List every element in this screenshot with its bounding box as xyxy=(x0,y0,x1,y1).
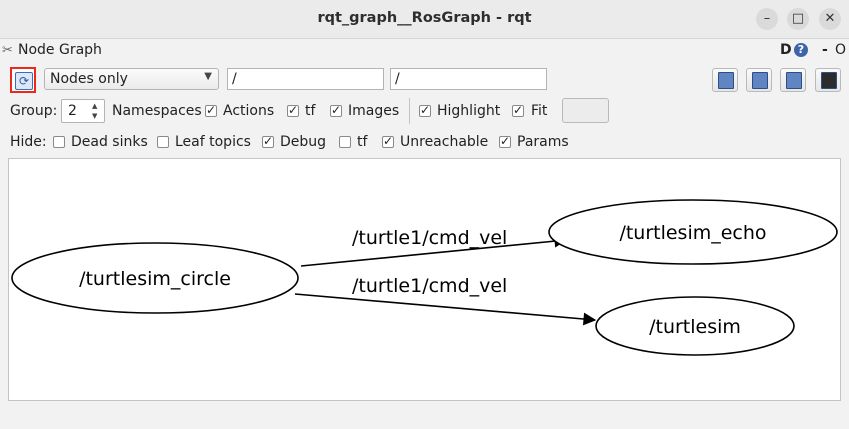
plugin-dash[interactable]: - xyxy=(822,42,828,58)
dead-sinks-checkbox[interactable] xyxy=(53,136,65,148)
fit-view-button[interactable] xyxy=(562,98,609,123)
refresh-button[interactable]: ⟳ xyxy=(10,67,36,93)
save-dot-button[interactable] xyxy=(746,68,772,92)
graph-node[interactable] xyxy=(11,242,299,314)
node-label: /turtlesim_echo xyxy=(619,222,766,244)
group-label: Group: xyxy=(10,103,58,119)
save-icon xyxy=(752,72,768,89)
group-spinbox[interactable]: 2 ▲▼ xyxy=(61,99,105,123)
graph-node[interactable] xyxy=(595,296,795,356)
plugin-header: ✂ Node Graph D ? - O xyxy=(0,39,849,61)
save-svg-button[interactable] xyxy=(780,68,806,92)
hide-tf-checkbox[interactable] xyxy=(339,136,351,148)
leaf-topics-checkbox[interactable] xyxy=(157,136,169,148)
graph-svg: /turtle1/cmd_vel /turtle1/cmd_vel /turtl… xyxy=(11,199,838,356)
window-title: rqt_graph__RosGraph - rqt xyxy=(317,10,532,26)
tools-icon: ✂ xyxy=(2,43,13,58)
folder-icon xyxy=(718,72,734,89)
group-value: 2 xyxy=(68,103,77,119)
graph-node[interactable] xyxy=(548,199,838,265)
leaf-topics-label: Leaf topics xyxy=(175,134,251,150)
plugin-d-button[interactable]: D xyxy=(780,42,792,58)
graph-canvas[interactable]: /turtle1/cmd_vel /turtle1/cmd_vel /turtl… xyxy=(8,158,841,401)
namespaces-checkbox[interactable] xyxy=(205,103,217,117)
debug-label: Debug xyxy=(280,134,327,150)
node-label: /turtlesim xyxy=(649,316,741,338)
refresh-icon: ⟳ xyxy=(15,72,33,90)
graph-edge[interactable] xyxy=(294,293,597,326)
highlight-label: Highlight xyxy=(437,103,501,119)
separator xyxy=(409,98,410,124)
graph-type-value: Nodes only xyxy=(50,71,128,87)
node-label: /turtlesim_circle xyxy=(79,268,231,290)
namespaces-label: Namespaces xyxy=(112,103,202,119)
unreachable-label: Unreachable xyxy=(400,134,489,150)
image-icon xyxy=(821,72,837,89)
fit-label: Fit xyxy=(531,103,548,119)
plugin-close-button[interactable]: O xyxy=(835,42,847,58)
tf-label: tf xyxy=(305,103,316,119)
edge-label: /turtle1/cmd_vel xyxy=(352,275,507,297)
status-area xyxy=(0,410,849,429)
load-dot-button[interactable] xyxy=(712,68,738,92)
save-svg-icon xyxy=(786,72,802,89)
minimize-button[interactable]: – xyxy=(756,8,778,30)
topic-filter-value: / xyxy=(395,71,400,87)
unreachable-checkbox[interactable] xyxy=(382,134,394,148)
help-icon[interactable]: ? xyxy=(794,43,808,57)
namespace-filter-value: / xyxy=(232,71,237,87)
save-image-button[interactable] xyxy=(815,68,841,92)
fit-checkbox[interactable] xyxy=(512,103,524,117)
images-checkbox[interactable] xyxy=(330,103,342,117)
params-label: Params xyxy=(517,134,569,150)
close-button[interactable]: ✕ xyxy=(819,8,841,30)
edge-label: /turtle1/cmd_vel xyxy=(352,227,507,249)
hide-tf-label: tf xyxy=(357,134,368,150)
params-checkbox[interactable] xyxy=(499,134,511,148)
graph-edge[interactable] xyxy=(300,234,568,267)
chevron-down-icon: ▼ xyxy=(204,71,212,82)
namespace-filter-input[interactable]: / xyxy=(227,68,384,90)
hide-label: Hide: xyxy=(10,134,47,150)
graph-type-select[interactable]: Nodes only ▼ xyxy=(44,68,219,90)
maximize-button[interactable]: □ xyxy=(787,8,809,30)
topic-filter-input[interactable]: / xyxy=(390,68,547,90)
actions-label: Actions xyxy=(223,103,275,119)
plugin-title: Node Graph xyxy=(18,42,102,58)
spin-arrows-icon[interactable]: ▲▼ xyxy=(92,102,98,120)
window-titlebar: rqt_graph__RosGraph - rqt – □ ✕ xyxy=(0,0,849,39)
debug-checkbox[interactable] xyxy=(262,134,274,148)
images-label: Images xyxy=(348,103,400,119)
tf-checkbox[interactable] xyxy=(287,103,299,117)
highlight-checkbox[interactable] xyxy=(419,103,431,117)
dead-sinks-label: Dead sinks xyxy=(71,134,148,150)
